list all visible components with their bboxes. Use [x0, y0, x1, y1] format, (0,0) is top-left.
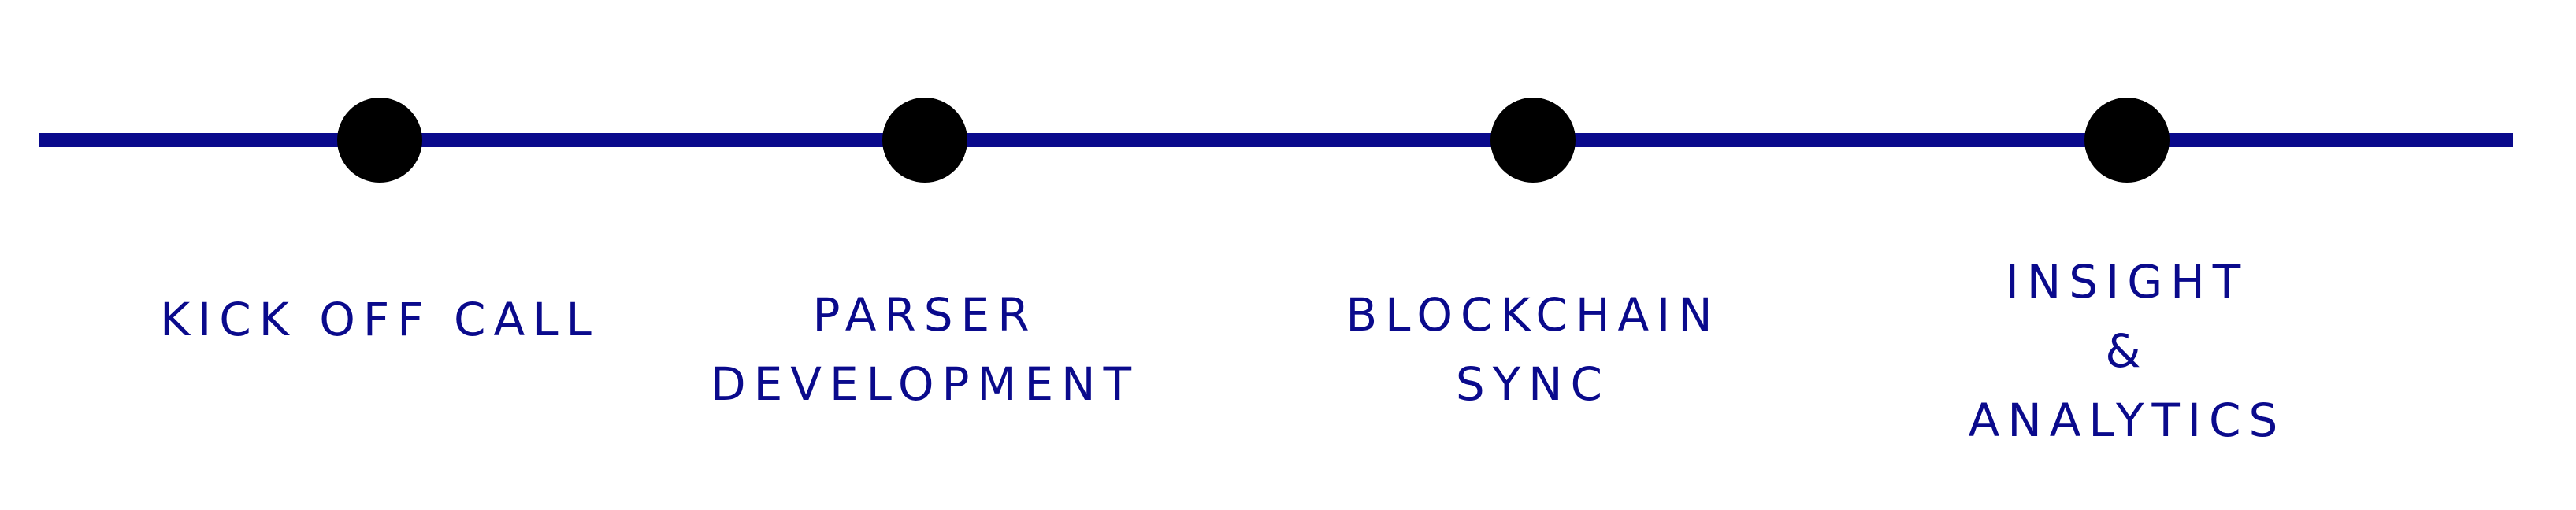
milestone-label-line: SYNC	[1455, 357, 1611, 411]
milestone-node-parser-development	[882, 98, 967, 183]
milestone-node-blockchain-sync	[1490, 98, 1576, 183]
milestone-label-line: BLOCKCHAIN	[1346, 288, 1720, 342]
milestone-label-line: KICK OFF CALL	[160, 293, 599, 346]
milestone-label-line: ANALYTICS	[1968, 394, 2286, 447]
milestone-label-line: PARSER	[812, 288, 1037, 342]
milestone-node-kick-off-call	[337, 98, 422, 183]
milestone-label-line: &	[2105, 324, 2149, 378]
milestone-label-blockchain-sync: BLOCKCHAIN SYNC	[1218, 280, 1848, 419]
milestone-label-line: DEVELOPMENT	[710, 357, 1139, 411]
milestone-label-parser-development: PARSER DEVELOPMENT	[610, 280, 1240, 419]
milestone-label-kick-off-call: KICK OFF CALL	[65, 285, 695, 354]
milestone-label-line: INSIGHT	[2005, 255, 2249, 309]
milestone-node-insight-analytics	[2084, 98, 2170, 183]
milestone-label-insight-analytics: INSIGHT & ANALYTICS	[1812, 247, 2442, 455]
